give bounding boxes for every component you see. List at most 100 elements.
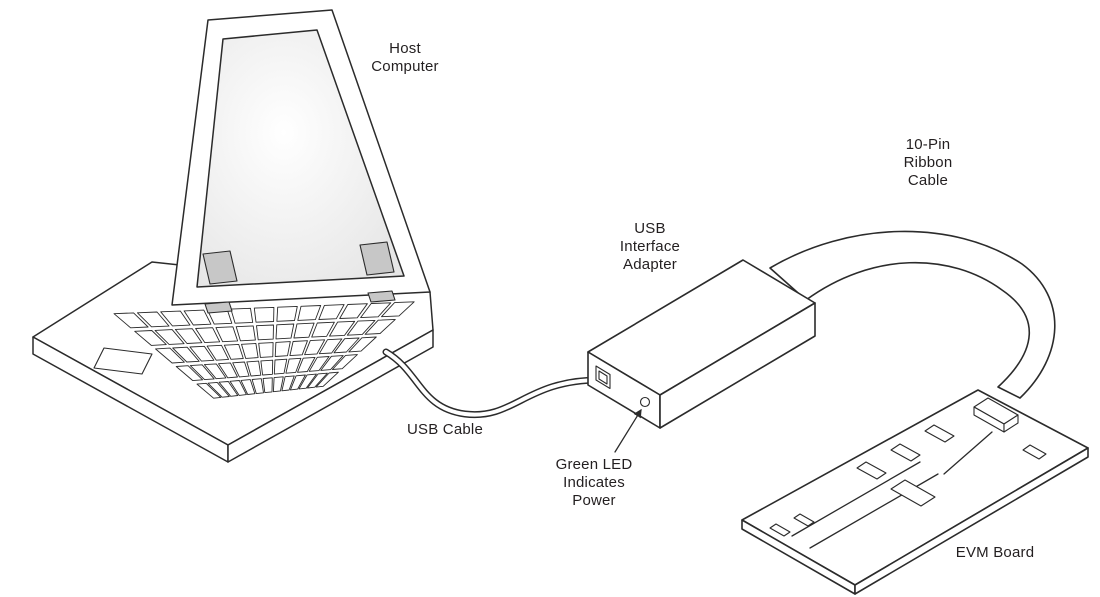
laptop-key xyxy=(241,343,259,359)
laptop-key xyxy=(360,302,392,319)
laptop-key xyxy=(196,382,222,399)
laptop-key xyxy=(195,327,221,344)
laptop-key xyxy=(329,320,356,337)
pcb-trace xyxy=(791,461,921,537)
laptop-key xyxy=(315,371,339,388)
laptop-key xyxy=(172,346,200,363)
laptop-key xyxy=(235,325,256,342)
laptop-key xyxy=(246,360,262,377)
laptop-key xyxy=(175,365,204,382)
laptop-key xyxy=(293,322,315,339)
laptop-key xyxy=(289,374,306,391)
pcb-pad xyxy=(769,523,791,537)
laptop-key xyxy=(262,377,273,394)
pcb-component xyxy=(1022,444,1047,460)
laptop-key xyxy=(272,376,284,393)
pcb-jumper xyxy=(924,424,955,443)
laptop-key xyxy=(134,330,167,346)
power-led xyxy=(639,396,651,408)
laptop-key xyxy=(232,361,250,378)
pcb-trace xyxy=(943,431,993,475)
laptop-key xyxy=(331,354,358,370)
laptop-key xyxy=(273,358,288,375)
laptop-key xyxy=(381,301,415,318)
laptop-key xyxy=(297,305,322,321)
laptop-key xyxy=(256,324,274,341)
laptop-key xyxy=(276,305,298,322)
pcb-jumper xyxy=(890,443,921,462)
host-computer-label: Host Computer xyxy=(371,40,439,75)
laptop-key xyxy=(281,375,295,392)
laptop-key xyxy=(229,380,247,396)
ribbon-cable-illustration xyxy=(769,230,1056,399)
laptop-key xyxy=(215,326,239,343)
laptop-key xyxy=(240,379,256,395)
hinge-bracket-right xyxy=(359,241,395,276)
laptop-key xyxy=(253,306,275,323)
hinge-bracket-left xyxy=(202,250,238,285)
laptop-key xyxy=(260,359,274,376)
laptop-key xyxy=(318,304,345,320)
laptop-key xyxy=(307,372,328,389)
laptop-key xyxy=(206,344,230,361)
laptop-key xyxy=(346,319,376,336)
laptop-touchpad xyxy=(93,347,153,375)
laptop-key xyxy=(304,339,326,356)
laptop-key xyxy=(113,312,149,329)
hinge-nub-right xyxy=(367,290,396,303)
usb-connector-inner xyxy=(598,370,608,385)
hinge-nub-left xyxy=(204,301,233,314)
laptop-key xyxy=(154,329,185,345)
laptop-key xyxy=(297,356,316,373)
laptop-key xyxy=(136,311,170,328)
laptop-key xyxy=(339,303,368,319)
laptop-key xyxy=(258,342,274,358)
evm-board-label: EVM Board xyxy=(955,544,1035,561)
board-ribbon-connector xyxy=(973,397,1019,433)
laptop-key xyxy=(218,381,239,397)
laptop-key xyxy=(275,323,295,340)
laptop-key xyxy=(155,347,185,364)
laptop-key xyxy=(189,364,215,381)
evm-board-illustration xyxy=(741,389,1089,595)
usb-cable-label: USB Cable xyxy=(406,421,483,438)
laptop-key xyxy=(311,321,335,338)
laptop-key xyxy=(251,378,264,395)
laptop-key xyxy=(348,336,377,353)
laptop-key xyxy=(318,338,343,355)
usb-cable-illustration xyxy=(382,348,604,419)
laptop-key xyxy=(230,307,254,324)
laptop-key xyxy=(274,341,291,357)
led-arrow xyxy=(614,408,642,453)
green-led-label: Green LED Indicates Power xyxy=(555,456,633,509)
laptop-key xyxy=(183,309,212,326)
laptop-keyboard xyxy=(113,301,415,399)
laptop-illustration xyxy=(32,9,434,463)
laptop-key xyxy=(333,337,360,354)
laptop-key xyxy=(207,381,230,398)
pcb-ic-chip xyxy=(890,479,936,507)
pcb-pad xyxy=(793,513,815,527)
laptop-key xyxy=(223,343,244,360)
laptop-key xyxy=(218,362,238,379)
usb-adapter-illustration xyxy=(587,259,816,429)
laptop-key xyxy=(189,345,215,362)
adapter-front-face xyxy=(659,302,816,429)
ribbon-cable-band xyxy=(769,230,1056,399)
laptop-key xyxy=(320,355,344,371)
laptop-key xyxy=(285,357,302,374)
connector-side xyxy=(1003,414,1019,433)
laptop-key xyxy=(364,318,396,335)
laptop-key xyxy=(308,356,330,372)
pcb-jumper xyxy=(856,461,887,480)
laptop-key xyxy=(298,373,317,390)
evm-board-edge-right xyxy=(854,447,1089,595)
laptop-base-front-right xyxy=(227,329,434,463)
usb-interface-adapter-label: USB Interface Adapter xyxy=(619,220,681,273)
laptop-screen xyxy=(196,29,405,288)
laptop-key xyxy=(289,340,308,357)
laptop-key xyxy=(174,328,203,344)
laptop-key xyxy=(160,310,191,327)
